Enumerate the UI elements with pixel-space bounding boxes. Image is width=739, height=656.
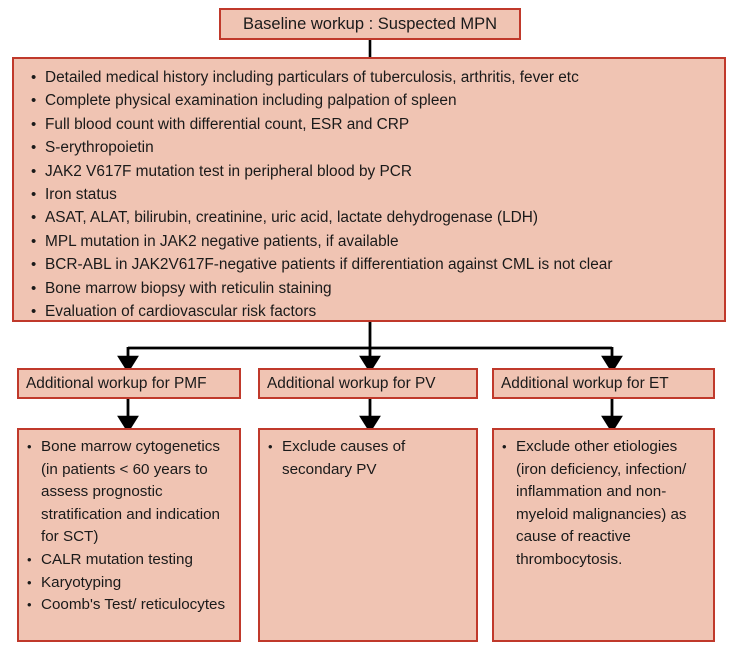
list-item: Exclude other etiologies (iron deficienc…	[500, 436, 709, 572]
list-item: Karyotyping	[25, 572, 235, 595]
column-header-et-label: Additional workup for ET	[501, 374, 669, 392]
column-body-pv: Exclude causes of secondary PV	[258, 428, 478, 642]
column-header-pv: Additional workup for PV	[258, 368, 478, 399]
et-workup-list: Exclude other etiologies (iron deficienc…	[500, 436, 709, 572]
list-item: Iron status	[28, 183, 724, 207]
column-header-pmf: Additional workup for PMF	[17, 368, 241, 399]
list-item: Detailed medical history including parti…	[28, 66, 724, 90]
baseline-workup-box: Detailed medical history including parti…	[12, 57, 726, 324]
list-item: Bone marrow biopsy with reticulin staini…	[28, 277, 724, 301]
list-item: Coomb's Test/ reticulocytes	[25, 594, 235, 617]
baseline-workup-title-label: Baseline workup : Suspected MPN	[242, 14, 498, 33]
list-item: JAK2 V617F mutation test in peripheral b…	[28, 160, 724, 184]
list-item: Bone marrow cytogenetics (in patients < …	[25, 436, 235, 549]
pv-workup-list: Exclude causes of secondary PV	[266, 436, 472, 481]
column-header-et: Additional workup for ET	[492, 368, 715, 399]
list-item: S-erythropoietin	[28, 136, 724, 160]
list-item: Evaluation of cardiovascular risk factor…	[28, 300, 724, 324]
list-item: Exclude causes of secondary PV	[266, 436, 472, 481]
list-item: Complete physical examination including …	[28, 89, 724, 113]
pmf-workup-list: Bone marrow cytogenetics (in patients < …	[25, 436, 235, 617]
column-header-pv-label: Additional workup for PV	[267, 374, 436, 392]
baseline-workup-title-box: Baseline workup : Suspected MPN	[219, 8, 521, 40]
column-header-pmf-label: Additional workup for PMF	[26, 374, 207, 392]
list-item: MPL mutation in JAK2 negative patients, …	[28, 230, 724, 254]
baseline-workup-list: Detailed medical history including parti…	[28, 66, 724, 324]
list-item: BCR-ABL in JAK2V617F-negative patients i…	[28, 253, 724, 277]
column-body-pmf: Bone marrow cytogenetics (in patients < …	[17, 428, 241, 642]
list-item: CALR mutation testing	[25, 549, 235, 572]
list-item: ASAT, ALAT, bilirubin, creatinine, uric …	[28, 206, 724, 230]
list-item: Full blood count with differential count…	[28, 113, 724, 137]
column-body-et: Exclude other etiologies (iron deficienc…	[492, 428, 715, 642]
